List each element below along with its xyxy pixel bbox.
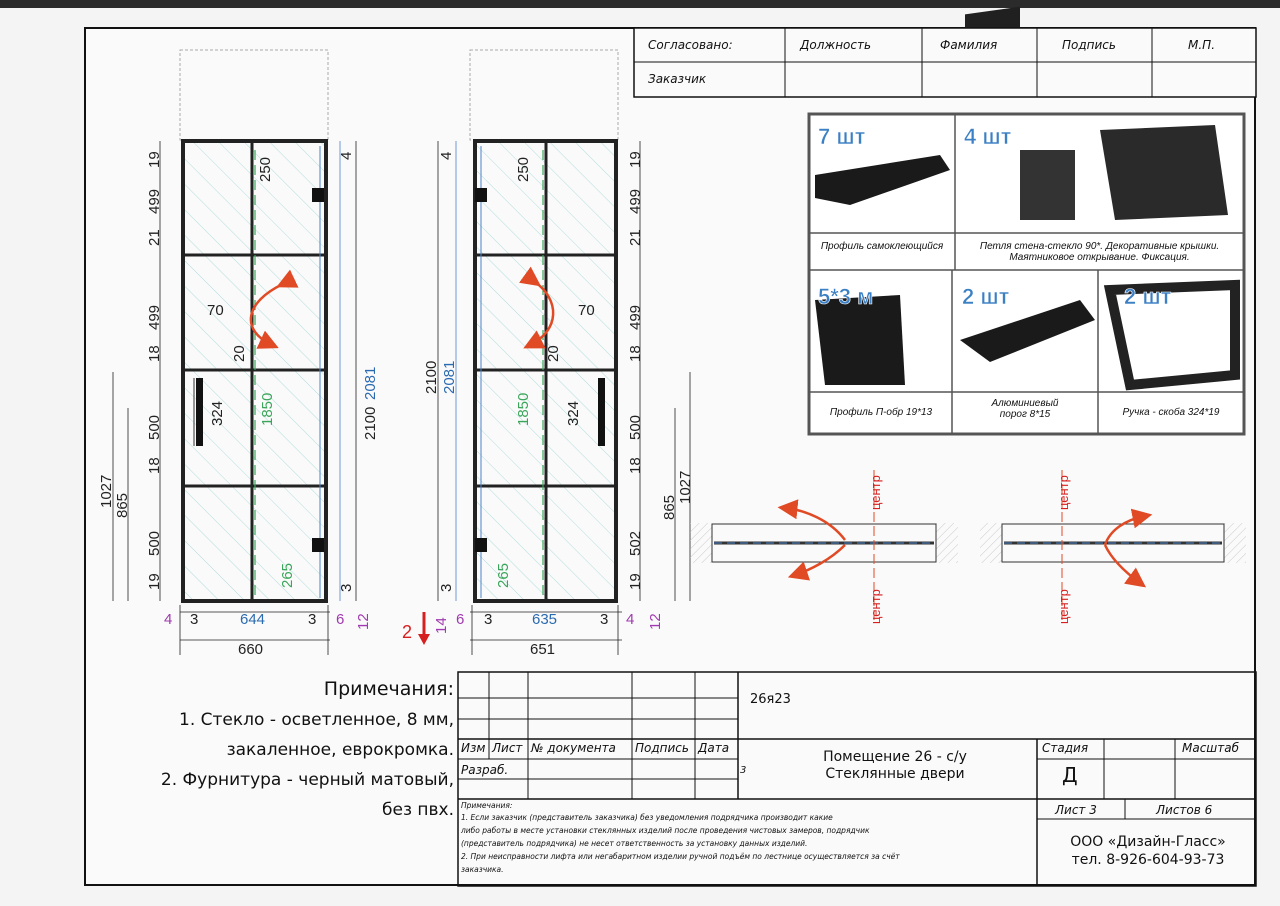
notes-title: Примечания: [323, 678, 454, 700]
hdr-sheet: Лист [492, 741, 523, 755]
sheets-total: Листов 6 [1156, 803, 1213, 817]
part-2-qty: 4 шт [964, 124, 1012, 150]
parts-board [807, 6, 1246, 436]
note-line-4: без пвх. [382, 800, 454, 820]
note-line-3: 2. Фурнитура - черный матовый, [160, 770, 454, 790]
company-name: ООО «Дизайн-Гласс» [1070, 834, 1226, 850]
stage-value: Д [1062, 763, 1078, 787]
part-4-caption: Алюминиевый порог 8*15 [991, 398, 1059, 420]
col-position: Должность [800, 38, 872, 52]
part-1-caption: Профиль самоклеющийся [820, 241, 944, 252]
sheet-number: Лист 3 [1055, 803, 1097, 817]
small-note-2: либо работы в месте установки стеклянных… [461, 826, 870, 835]
approval-table [633, 27, 1257, 98]
col-signature: Подпись [1062, 38, 1116, 52]
project-code: 26я23 [750, 692, 791, 707]
left-door [112, 49, 357, 655]
stage-label: Стадия [1042, 741, 1089, 755]
small-note-1: 1. Если заказчик (представитель заказчик… [461, 813, 833, 822]
part-5-caption: Ручка - скоба 324*19 [1122, 407, 1220, 418]
hdr-date: Дата [698, 741, 730, 755]
small-notes-title: Примечания: [461, 801, 513, 810]
scale-label: Масштаб [1182, 741, 1240, 755]
col-surname: Фамилия [940, 38, 998, 52]
agreed-label: Согласовано: [648, 38, 733, 52]
title-line-1: Помещение 26 - с/у [823, 749, 967, 765]
small-note-5: заказчика. [461, 865, 504, 874]
note-line-2: закаленное, еврокромка. [226, 740, 454, 760]
note-line-1: 1. Стекло - осветленное, 8 мм, [179, 710, 454, 730]
small-note-3: (представитель подрядчика) не несет отве… [461, 839, 808, 848]
col-stamp: М.П. [1188, 38, 1216, 52]
part-4-qty: 2 шт [962, 284, 1010, 310]
hdr-sign: Подпись [635, 741, 689, 755]
plan-views [690, 470, 1246, 620]
part-3-caption: Профиль П-обр 19*13 [829, 407, 933, 418]
customer-label: Заказчик [648, 72, 707, 86]
title-block-grid [457, 671, 1257, 887]
part-2-caption: Петля стена-стекло 90*. Декоративные кры… [979, 241, 1220, 263]
part-1-qty: 7 шт [818, 124, 866, 150]
title-line-2: Стеклянные двери [825, 766, 965, 782]
hdr-change: Изм [461, 741, 486, 755]
part-5-qty: 2 шт [1124, 284, 1172, 310]
part-3-qty: 5*3 м [818, 284, 874, 310]
date-tail: 3 [740, 765, 747, 776]
small-note-4: 2. При неисправности лифта или негабарит… [461, 852, 900, 861]
hdr-doc: № документа [531, 741, 616, 755]
right-door [418, 49, 691, 655]
company-phone: тел. 8-926-604-93-73 [1071, 852, 1225, 868]
developed-label: Разраб. [461, 763, 509, 777]
